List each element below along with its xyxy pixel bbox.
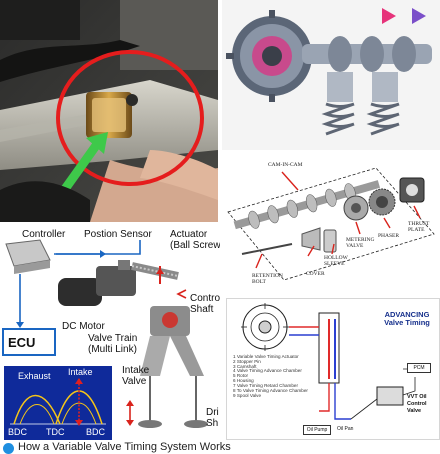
label-drive-a: Dri xyxy=(206,407,219,418)
pcm-badge: PCM xyxy=(407,363,431,373)
legend-item: 1 Variable Valve Timing Actuator xyxy=(233,354,299,359)
label-position-sensor: Postion Sensor xyxy=(84,229,152,240)
schematic-title: ADVANCING Valve Timing xyxy=(384,310,430,328)
label-thrust-plate: THRUST PLATE xyxy=(408,221,430,233)
label-intake-valve-a: Intake xyxy=(122,365,150,376)
cam-phaser-render xyxy=(222,0,440,150)
variable-lift-mechanism-panel: Controller Postion Sensor Actuator (Ball… xyxy=(0,226,220,440)
legend-item: 6 Housing xyxy=(233,378,254,384)
vvt-label-b: Control xyxy=(407,401,427,407)
advancing-timing-schematic-panel: 1 Variable Valve Timing Actuator 2 Stopp… xyxy=(226,298,440,440)
label-hollow-sleeve: HOLLOW SLEEVE xyxy=(324,255,348,267)
legend-item: 4 Valve Timing Advance Chamber xyxy=(233,368,302,374)
legend-item: 9 Spool Valve xyxy=(233,392,262,398)
vvt-label-a: VVT Oil xyxy=(407,394,427,400)
valve-lift-graph: Exhaust Intake BDC TDC BDC xyxy=(4,366,112,440)
label-metering-valve: METERING VALVE xyxy=(346,237,375,249)
cam-phaser-render-panel xyxy=(222,0,440,150)
ecu-box: ECU xyxy=(2,328,56,356)
legend-item: 5 Rotor xyxy=(233,373,249,379)
lift-label-bdc-left: BDC xyxy=(8,427,28,437)
label-ball-screw: (Ball Screw xyxy=(170,240,220,251)
lift-label-intake: Intake xyxy=(68,367,93,377)
label-intake-valve-b: Valve xyxy=(122,376,147,387)
caption-text: How a Variable Valve Timing System Works xyxy=(18,441,231,453)
schematic-art xyxy=(241,303,423,420)
legend-item: 2 Stopper Pin xyxy=(233,358,261,364)
label-drive-b: Sh xyxy=(206,418,219,429)
lift-label-tdc: TDC xyxy=(46,427,65,437)
lift-label-exhaust: Exhaust xyxy=(18,371,51,381)
oil-pump-badge: Oil Pump xyxy=(303,425,331,435)
lift-label-bdc-right: BDC xyxy=(86,427,106,437)
label-dc-motor: DC Motor xyxy=(62,321,105,332)
caption-strip: How a Variable Valve Timing System Works xyxy=(0,440,440,454)
schematic-legend: 1 Variable Valve Timing Actuator 2 Stopp… xyxy=(233,354,317,398)
oil-pan-label: Oil Pan xyxy=(337,426,354,432)
label-actuator: Actuator xyxy=(170,229,208,240)
ecu-label: ECU xyxy=(8,335,36,350)
label-controller: Controller xyxy=(22,229,66,240)
caption-dot-icon xyxy=(3,443,14,454)
label-control-shaft-b: Shaft xyxy=(190,304,214,315)
legend-item: 7 Valve Timing Retard Chamber xyxy=(233,382,299,388)
engine-photo xyxy=(0,0,218,222)
label-cover: COVER xyxy=(306,271,325,277)
legend-item: 8 To Valve Timing Advance Chamber xyxy=(233,387,308,393)
label-cam-in-cam: CAM-IN-CAM xyxy=(268,162,303,168)
vvt-label-c: Valve xyxy=(407,408,422,414)
valve-lift-curves xyxy=(10,378,106,426)
label-valve-train-b: (Multi Link) xyxy=(88,344,137,355)
label-valve-train-a: Valve Train xyxy=(88,333,138,344)
mechanism-art xyxy=(5,239,208,428)
engine-photo-panel xyxy=(0,0,218,222)
label-control-shaft-a: Contro xyxy=(190,293,220,304)
label-retention-bolt: RETENTION BOLT xyxy=(252,273,283,285)
exploded-camshaft-art xyxy=(227,167,435,281)
label-phaser: PHASER xyxy=(378,233,400,239)
exploded-camshaft-panel: CAM-IN-CAM THRUST PLATE PHASER METERING … xyxy=(222,150,440,295)
legend-item: 3 Camshaft xyxy=(233,363,257,369)
